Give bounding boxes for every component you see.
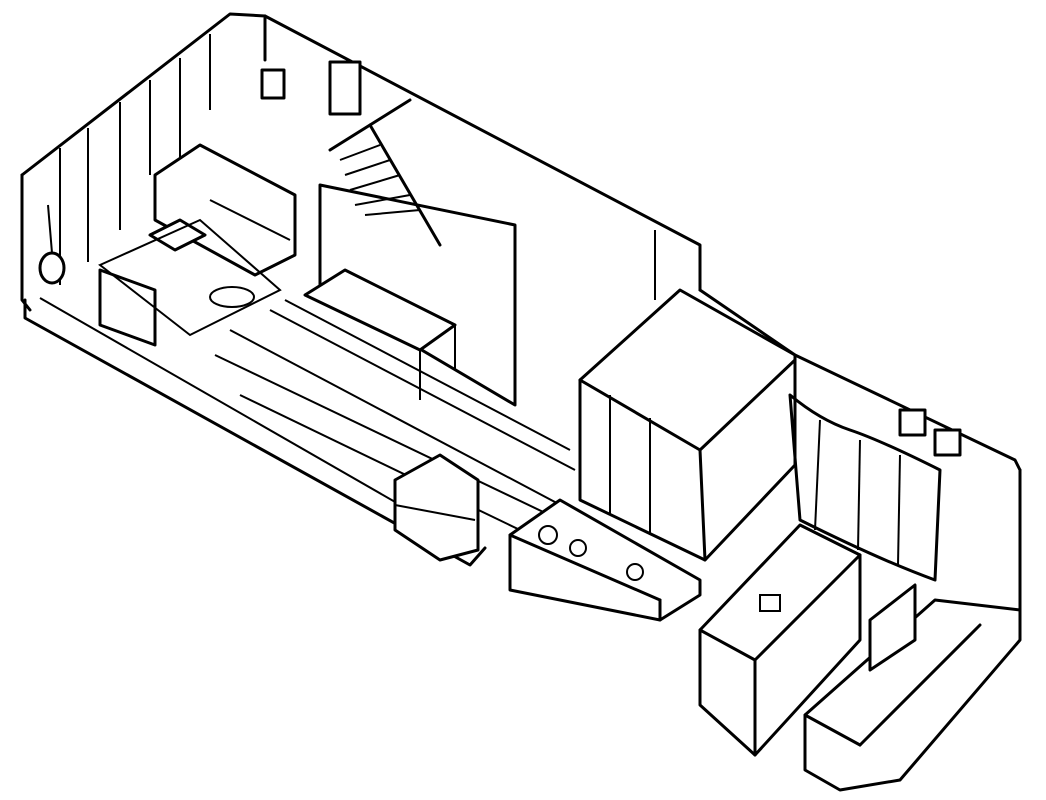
staircase (318, 123, 517, 407)
sofa (153, 143, 297, 277)
sideboard (508, 498, 702, 622)
boxes (260, 60, 962, 457)
dining-table (303, 268, 457, 400)
kitchen-counter (803, 583, 1022, 792)
left-wall (20, 12, 267, 312)
floor-planks (214, 299, 576, 531)
bathroom-volume (578, 288, 797, 562)
kitchen-island (698, 523, 862, 757)
plant (38, 204, 66, 285)
coffee-table (148, 218, 207, 252)
back-wall (263, 14, 702, 300)
bookshelf (393, 453, 480, 562)
curtain (788, 393, 942, 582)
tv (98, 268, 157, 347)
rug (98, 218, 282, 337)
